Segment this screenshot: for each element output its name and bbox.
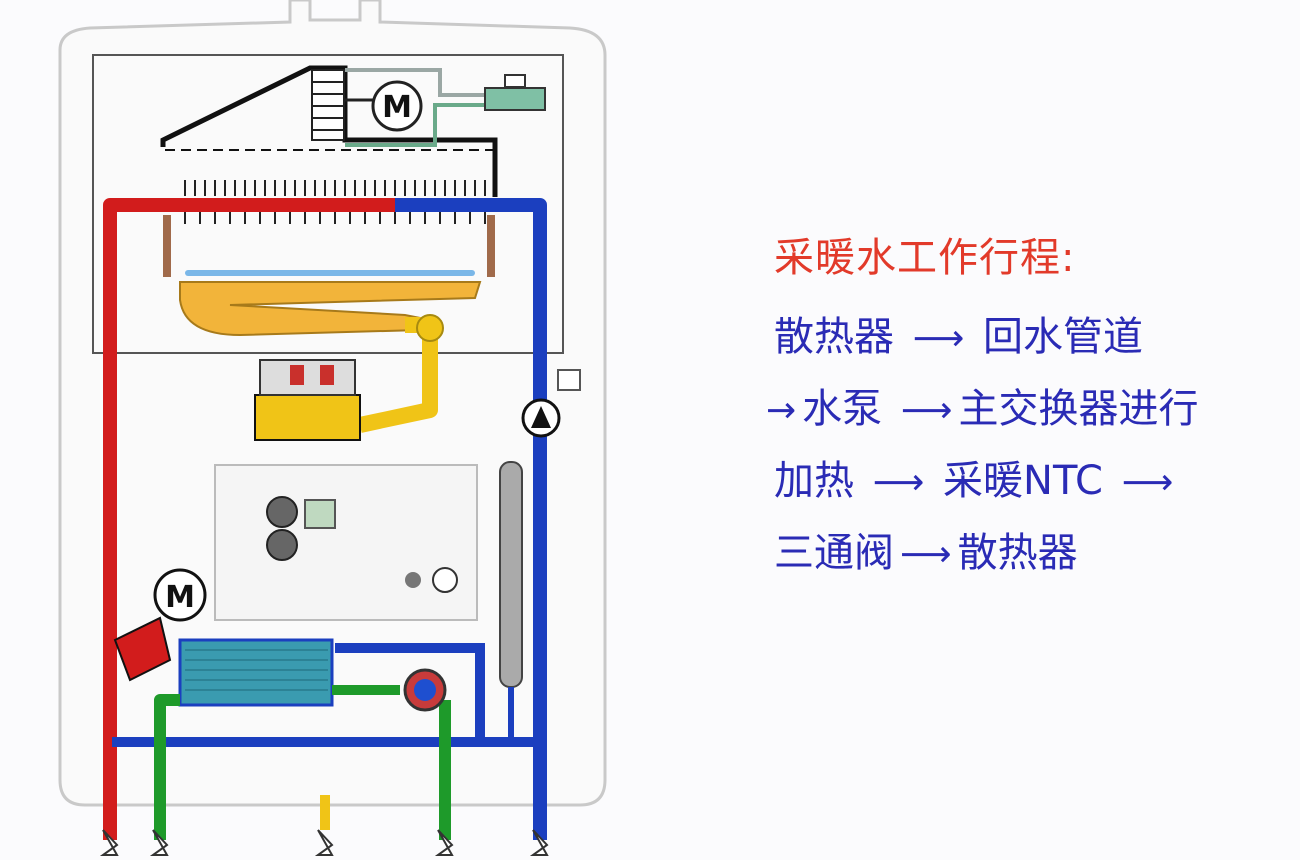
lead-arrow-2: → [766, 390, 797, 431]
tail-arrow-3: ⟶ [1121, 462, 1174, 503]
arrow-3: ⟶ [872, 462, 925, 503]
pressure-line [345, 68, 485, 97]
workflow-line-3: 加热 ⟶ 采暖NTC ⟶ [774, 455, 1290, 509]
dhw-return-pipe [335, 643, 485, 742]
gas-valve [254, 394, 361, 441]
workflow-line-2: →水泵 ⟶主交换器进行 [760, 383, 1290, 437]
diverter-motor-icon [153, 568, 207, 622]
isolation-taps [99, 829, 549, 856]
flow-pipe-hot [103, 198, 395, 840]
combustion-frame [92, 54, 564, 354]
arrow-4: ⟶ [900, 534, 952, 575]
return-pipe-cold [395, 198, 547, 840]
fan-grille-lines [312, 81, 344, 131]
expansion-vessel [499, 461, 523, 688]
fan-motor-icon [371, 80, 423, 132]
gas-inlet [320, 795, 330, 830]
diverter-motor-label: M [165, 580, 195, 615]
workflow-line-1: 散热器 ⟶ 回水管道 [774, 311, 1290, 365]
step-main-exchanger: 主交换器进行 [958, 386, 1199, 432]
step-radiator: 散热器 [774, 314, 894, 360]
control-knob-2 [266, 529, 298, 561]
workflow-text-panel: 采暖水工作行程: 散热器 ⟶ 回水管道 →水泵 ⟶主交换器进行 加热 ⟶ 采暖N… [760, 225, 1290, 599]
control-panel [214, 464, 478, 621]
burner-flames [185, 270, 475, 276]
pressure-gauge [432, 567, 458, 593]
step-heating: 加热 [774, 458, 854, 504]
pressure-line-2 [345, 103, 485, 147]
boiler-diagram: M M [58, 0, 607, 856]
step-radiator-end: 散热器 [957, 530, 1078, 576]
heat-exchanger-fins [184, 180, 486, 224]
step-pump: 水泵 [802, 386, 883, 432]
arrow-1: ⟶ [912, 318, 965, 359]
pressure-switch-icon [484, 87, 546, 111]
plate-heat-exchanger [178, 638, 334, 707]
step-return-pipe: 回水管道 [983, 314, 1144, 360]
workflow-line-4: 三通阀⟶散热器 [774, 527, 1290, 581]
dhw-pipe-left [154, 694, 180, 840]
chamber-wall-left [163, 215, 171, 277]
control-display [304, 499, 336, 529]
workflow-heading: 采暖水工作行程: [774, 235, 1076, 281]
arrow-2: ⟶ [900, 390, 953, 431]
step-ntc: 采暖NTC [943, 458, 1103, 504]
air-vent-icon [557, 369, 581, 391]
fan-motor-label: M [382, 90, 412, 125]
chamber-wall-right [487, 215, 495, 277]
step-three-way-valve: 三通阀 [774, 530, 894, 576]
three-way-valve [113, 616, 172, 682]
control-knob-1 [266, 496, 298, 528]
